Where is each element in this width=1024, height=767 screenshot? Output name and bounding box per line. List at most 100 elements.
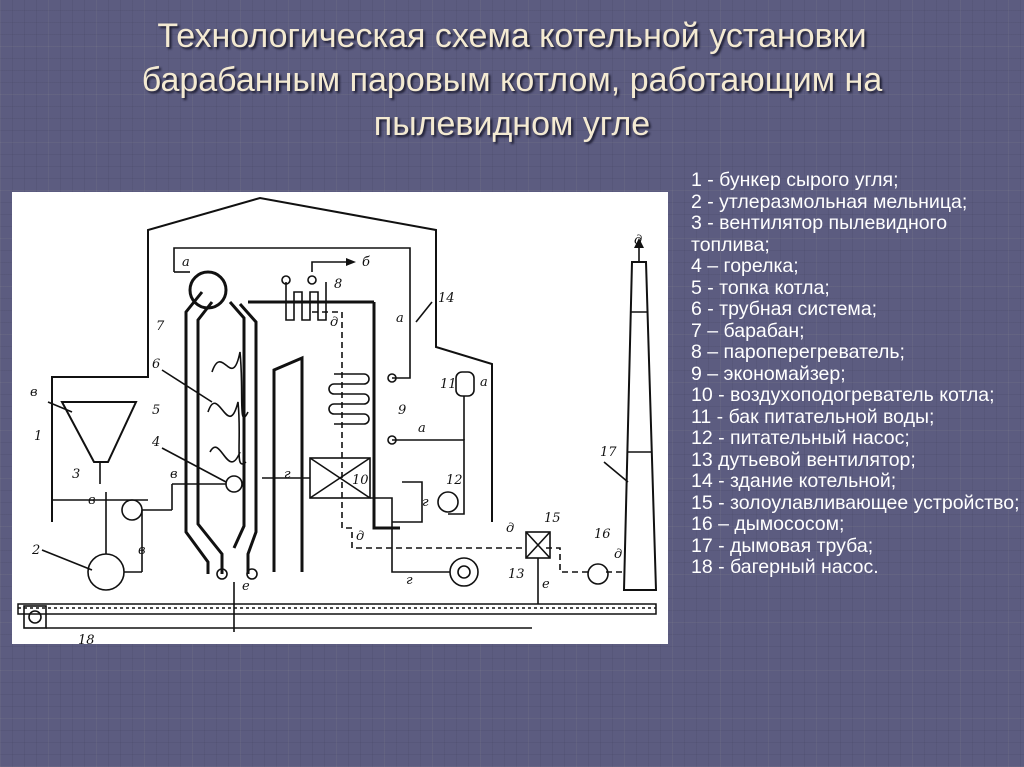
- legend-item: 8 – пароперегреватель;: [691, 341, 905, 363]
- steam-line: [173, 247, 411, 379]
- label-7: 7: [156, 319, 165, 334]
- flow-letter-d: д: [634, 233, 642, 248]
- boiler-scheme-diagram: 1 2 3 4 5 6 7 8 9 10 11 12 13 14 15 16 1…: [12, 192, 668, 644]
- burner: [225, 475, 243, 493]
- shaft-back-wall: [372, 302, 400, 530]
- leader-line: [47, 401, 73, 413]
- label-16: 16: [594, 527, 611, 542]
- valve: [387, 373, 397, 383]
- flow-letter-v: в: [138, 543, 146, 558]
- coal-mill: [87, 553, 125, 591]
- flow-letter-d: д: [506, 521, 514, 536]
- air-line: [392, 481, 423, 523]
- superheater-coils: [285, 282, 327, 321]
- fuel-fan: [121, 499, 143, 521]
- superheater-header: [307, 275, 317, 285]
- legend-item: 9 – экономайзер;: [691, 362, 846, 385]
- economizer-coils: [328, 373, 370, 425]
- legend-item: 17 - дымовая труба;: [691, 534, 874, 557]
- arrow-head: [634, 238, 644, 248]
- label-17: 17: [600, 445, 617, 460]
- flow-letter-a: а: [396, 311, 404, 326]
- label-2: 2: [31, 543, 40, 558]
- leader-line: [161, 369, 213, 403]
- steam-out-line: [311, 261, 348, 272]
- legend-item: 6 - трубная система;: [691, 298, 878, 320]
- flow-letter-a: а: [480, 375, 488, 390]
- label-3: 3: [72, 467, 80, 482]
- label-4: 4: [151, 435, 160, 450]
- title-line-2: барабанным паровым котлом, работающим на: [141, 61, 883, 99]
- superheater-header: [281, 275, 291, 285]
- furnace-wall-left: [184, 291, 210, 574]
- ash-collector-cross: [525, 531, 551, 559]
- smoke-exhauster: [587, 563, 609, 585]
- feed-pump: [437, 491, 459, 513]
- label-8: 8: [334, 277, 342, 292]
- boiler-scheme-svg: 1 2 3 4 5 6 7 8 9 10 11 12 13 14 15 16 1…: [17, 196, 658, 644]
- title-line-1: Технологическая схема котельной установк…: [157, 17, 867, 55]
- label-14: 14: [438, 291, 455, 306]
- legend-item: 16 – дымососом;: [691, 513, 845, 535]
- legend-item: 18 - багерный насос.: [691, 556, 879, 578]
- flow-letter-a: а: [182, 255, 190, 270]
- lower-header: [216, 568, 228, 580]
- blower-hub: [457, 565, 471, 579]
- label-1: 1: [34, 429, 42, 444]
- legend-item: 3 - вентилятор пылевидного топлива;: [691, 212, 948, 256]
- label-12: 12: [446, 473, 463, 488]
- flue-gas-line: [546, 547, 592, 573]
- legend-item: 12 - питательный насос;: [691, 427, 910, 449]
- flow-letter-d: д: [614, 547, 622, 562]
- lower-header: [246, 568, 258, 580]
- label-9: 9: [398, 403, 406, 418]
- label-18: 18: [78, 633, 95, 644]
- legend-list: 1 - бункер сырого угля; 2 - утлеразмольн…: [691, 169, 1021, 579]
- flow-letter-v: в: [170, 467, 178, 482]
- coal-hopper: [60, 401, 138, 463]
- legend-item: 14 - здание котельной;: [691, 470, 897, 492]
- leader-line: [41, 549, 93, 571]
- flue-gas-line: [312, 311, 526, 549]
- bagger-pump: [23, 605, 47, 629]
- valve: [387, 435, 397, 445]
- flame-tubes: [207, 351, 249, 465]
- legend-item: 2 - утлеразмольная мельница;: [691, 190, 968, 213]
- furnace-wall-inner: [196, 301, 224, 574]
- air-heater-cross: [309, 457, 371, 499]
- title-line-3: пылевидном угле: [373, 105, 651, 143]
- feedwater-line: [392, 439, 465, 515]
- label-13: 13: [508, 567, 525, 582]
- steam-drum: [188, 270, 228, 310]
- ground-base: [17, 603, 657, 615]
- flow-letter-g: г: [284, 467, 291, 482]
- flow-letter-a: а: [418, 421, 426, 436]
- flow-letter-g: г: [406, 573, 413, 588]
- flow-letter-b: б: [362, 255, 370, 270]
- arrow-head: [346, 258, 356, 266]
- flow-letter-e: е: [242, 579, 250, 594]
- furnace-wall-right-inner: [228, 301, 246, 549]
- leader-line: [415, 301, 433, 323]
- label-6: 6: [152, 357, 160, 372]
- leader-line: [603, 461, 629, 483]
- label-10: 10: [352, 473, 369, 488]
- flow-letter-v: в: [88, 493, 96, 508]
- chimney: [622, 261, 658, 591]
- legend-item: 13 дутьевой вентилятор;: [691, 448, 916, 471]
- flow-letter-d: д: [356, 529, 364, 544]
- legend-item: 1 - бункер сырого угля;: [691, 169, 899, 191]
- slide-title: Технологическая схема котельной установк…: [40, 14, 984, 146]
- legend-item: 4 – горелка;: [691, 255, 799, 277]
- label-11: 11: [440, 377, 457, 392]
- legend-item: 7 – барабан;: [691, 319, 805, 342]
- legend-item: 15 - золоулавливающее устройство;: [691, 491, 1020, 514]
- label-5: 5: [152, 403, 160, 418]
- furnace-wall-right: [238, 303, 258, 574]
- boiler-house-building: [51, 196, 493, 522]
- flow-letter-e: е: [542, 577, 550, 592]
- label-15: 15: [544, 511, 561, 526]
- flow-letter-v: в: [30, 385, 38, 400]
- feedwater-tank: [455, 371, 475, 397]
- blower-fan: [449, 557, 479, 587]
